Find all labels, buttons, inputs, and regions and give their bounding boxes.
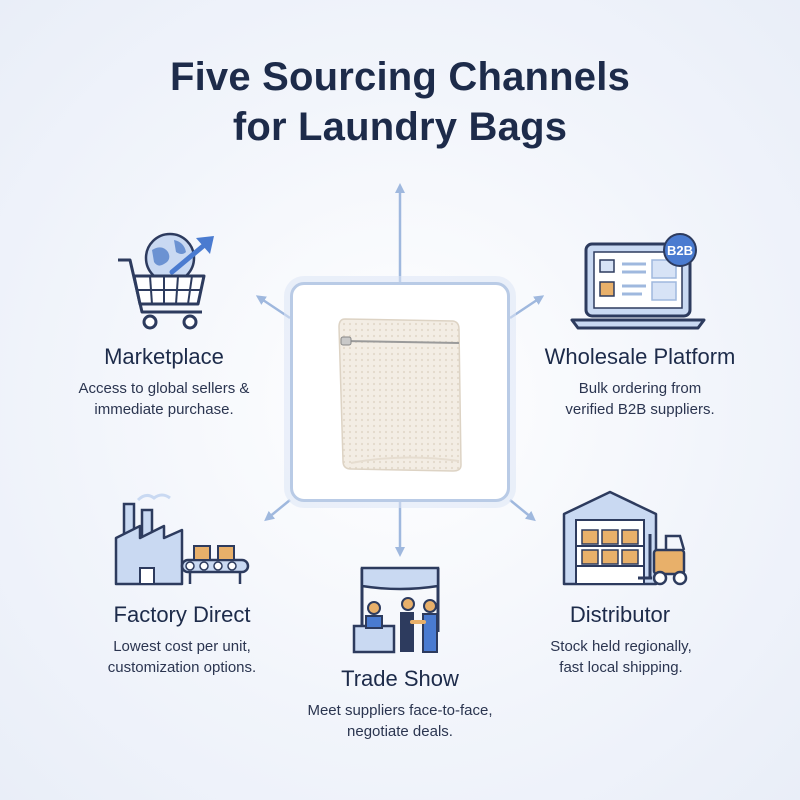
arrow-factory	[264, 499, 291, 522]
title-line-2: for Laundry Bags	[232, 105, 568, 149]
distributor-label: Distributor	[569, 602, 671, 627]
trade-show-booth-icon	[352, 566, 440, 654]
title-line-1: Five Sourcing Channels	[169, 55, 631, 99]
arrow-wholesale	[509, 295, 545, 320]
diagram-title: Five Sourcing Channels for Laundry Bags	[0, 52, 800, 152]
marketplace-label: Marketplace	[104, 344, 224, 369]
trade-show-description: Meet suppliers face-to-face, negotiate d…	[307, 702, 493, 740]
warehouse-forklift-icon	[562, 490, 688, 586]
trade-show-label: Trade Show	[341, 666, 459, 691]
center-product-frame	[290, 282, 510, 502]
factory-conveyor-icon	[114, 493, 250, 586]
b2b-badge: B2B	[667, 243, 693, 258]
arrow-marketplace	[255, 295, 291, 320]
factory-direct-label: Factory Direct	[113, 602, 251, 627]
wholesale-platform-label: Wholesale Platform	[544, 344, 736, 369]
mesh-laundry-bag-icon	[338, 318, 462, 472]
laptop-b2b-icon: B2B	[570, 233, 706, 330]
wholesale-platform-description: Bulk ordering from verified B2B supplier…	[565, 380, 715, 418]
factory-direct-description: Lowest cost per unit, customization opti…	[107, 638, 257, 676]
distributor-description: Stock held regionally, fast local shippi…	[550, 638, 692, 676]
shopping-cart-globe-icon	[118, 232, 214, 330]
marketplace-description: Access to global sellers & immediate pur…	[78, 380, 250, 418]
arrow-distributor	[509, 499, 536, 522]
